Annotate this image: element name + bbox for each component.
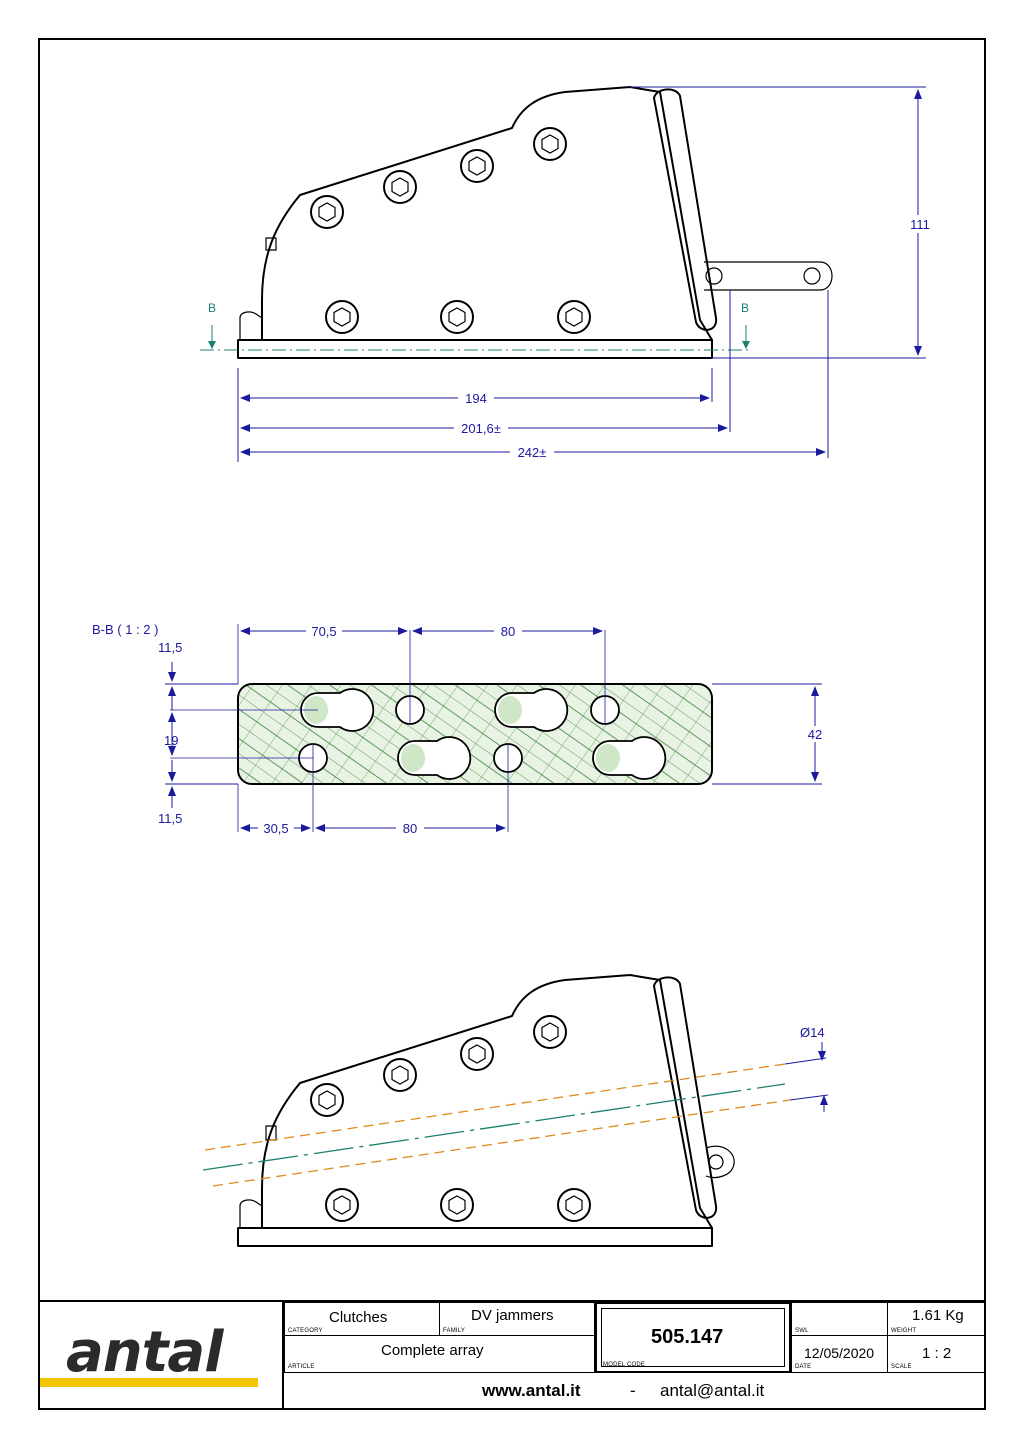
- dim-first-offset: 70,5: [311, 624, 336, 639]
- article-value: Complete array: [381, 1342, 484, 1359]
- dim-length-201-6: 201,6±: [461, 421, 501, 436]
- screw-row-upper: [310, 127, 567, 229]
- category-cell: Clutches CATEGORY: [284, 1302, 440, 1336]
- model-code-cell: 505.147 MODEL CODE: [595, 1302, 791, 1373]
- scale-cell: 1 : 2 SCALE: [887, 1335, 986, 1373]
- website-link[interactable]: www.antal.it: [482, 1381, 581, 1400]
- contact-separator: -: [630, 1381, 636, 1400]
- family-label: FAMILY: [443, 1328, 466, 1334]
- date-label: DATE: [795, 1364, 812, 1370]
- dim-height-111: 111: [910, 217, 930, 232]
- email-link[interactable]: antal@antal.it: [660, 1381, 765, 1400]
- dim-lower-offset: 30,5: [263, 821, 288, 836]
- model-code-value: 505.147: [651, 1326, 724, 1348]
- lower-view: Ø14: [202, 974, 829, 1247]
- screw-row-lower: [325, 300, 591, 334]
- scale-label: SCALE: [891, 1364, 912, 1370]
- antal-logo: antal: [66, 1320, 223, 1385]
- side-view: B B 111 194 201,6± 242±: [200, 86, 934, 462]
- weight-value: 1.61 Kg: [912, 1307, 964, 1324]
- dim-length-194: 194: [465, 391, 487, 406]
- weight-label: WEIGHT: [891, 1328, 917, 1334]
- dim-diameter: Ø14: [800, 1025, 825, 1040]
- family-cell: DV jammers FAMILY: [439, 1302, 595, 1336]
- logo-cell: antal: [38, 1300, 284, 1410]
- dim-mid-spacing: 19: [164, 733, 178, 748]
- dim-top-pitch: 80: [501, 624, 515, 639]
- weight-cell: 1.61 Kg WEIGHT: [887, 1302, 986, 1336]
- category-value: Clutches: [329, 1309, 388, 1326]
- article-cell: Complete array ARTICLE: [284, 1335, 595, 1373]
- section-mark-right: B: [741, 301, 749, 315]
- dim-lower-pitch: 80: [403, 821, 417, 836]
- category-label: CATEGORY: [288, 1328, 323, 1334]
- model-code-label: MODEL CODE: [603, 1362, 646, 1368]
- dim-section-height: 42: [808, 727, 822, 742]
- section-view: B-B ( 1 : 2 ): [92, 622, 829, 836]
- title-block: antal Clutches CATEGORY DV jammers FAMIL…: [38, 1300, 986, 1410]
- article-label: ARTICLE: [288, 1364, 315, 1370]
- dim-bottom-margin: 11,5: [158, 811, 182, 826]
- scale-value: 1 : 2: [922, 1345, 952, 1362]
- section-title: B-B ( 1 : 2 ): [92, 622, 158, 637]
- section-mark-left: B: [208, 301, 216, 315]
- dim-length-242: 242±: [518, 445, 547, 460]
- dim-top-margin: 11,5: [158, 640, 182, 655]
- drawing-frame: [38, 38, 986, 1410]
- logo-accent-bar: [40, 1378, 258, 1387]
- family-value: DV jammers: [471, 1307, 554, 1324]
- swl-label: SWL: [795, 1328, 809, 1334]
- swl-cell: SWL: [791, 1302, 888, 1336]
- date-cell: 12/05/2020 DATE: [791, 1335, 888, 1373]
- contact-row: www.antal.it - antal@antal.it: [284, 1372, 986, 1410]
- date-value: 12/05/2020: [804, 1345, 875, 1361]
